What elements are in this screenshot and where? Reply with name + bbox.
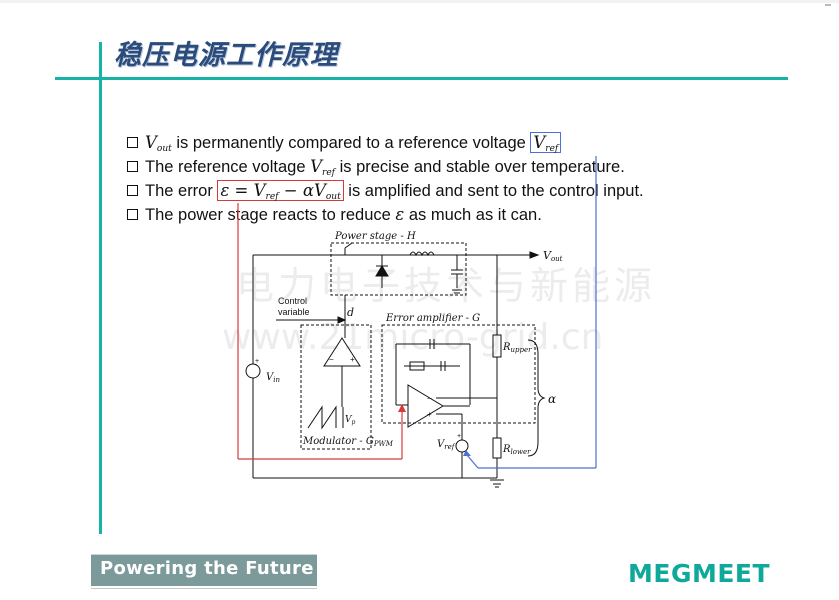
- bullet-item: Vout is permanently compared to a refere…: [127, 131, 644, 155]
- bullet-text: The power stage reacts to reduce: [145, 206, 396, 224]
- math-symbol: Vref: [530, 132, 562, 154]
- bullet-square-icon: [127, 137, 138, 148]
- bullet-item: The error ε = Vref − αVout is amplified …: [127, 179, 644, 203]
- vref-label: Vref: [437, 439, 456, 451]
- bullet-square-icon: [127, 161, 138, 172]
- vref-plus: +: [457, 433, 461, 440]
- bullet-text: The error: [145, 182, 218, 200]
- control-label-2: variable: [278, 307, 310, 317]
- tagline: Powering the Future: [100, 558, 314, 579]
- vref-source-icon: [455, 439, 469, 453]
- r-lower-label: Rlower: [502, 444, 531, 456]
- bullet-item: The reference voltage Vref is precise an…: [127, 155, 644, 179]
- reference-arrow-icon: [463, 450, 471, 456]
- vout-arrow-icon: [529, 251, 540, 259]
- d-label: d: [347, 306, 354, 319]
- vout-label: Vout: [543, 249, 563, 263]
- r-lower-resistor: [492, 437, 502, 459]
- vin-source-icon: [245, 363, 261, 379]
- tagline-banner: [91, 554, 317, 586]
- tagline-underline: [91, 588, 317, 589]
- title-underline: [55, 77, 788, 80]
- modulator-label: Modulator - GPWM: [302, 436, 394, 448]
- bullet-text: The reference voltage: [145, 158, 311, 176]
- control-arrow-icon: [337, 316, 347, 324]
- company-logo: MEGMEET: [628, 559, 771, 588]
- bullet-list: Vout is permanently compared to a refere…: [127, 131, 644, 227]
- math-symbol: Vref: [310, 157, 335, 178]
- power-stage-box: [330, 242, 467, 296]
- bullet-text: as much as it can.: [404, 206, 542, 224]
- vp-label: Vp: [345, 415, 356, 426]
- comparator-plus: +: [350, 355, 355, 364]
- sawtooth-icon: [307, 405, 337, 430]
- op-amp-triangle: [407, 384, 444, 428]
- error-arrow-icon: [398, 404, 406, 412]
- bullet-square-icon: [127, 209, 138, 220]
- vin-plus: +: [255, 358, 259, 365]
- top-border: [0, 0, 839, 3]
- power-stage-label: Power stage - H: [334, 231, 416, 242]
- corner-mark: [825, 4, 831, 6]
- alpha-brace: [527, 339, 546, 457]
- math-symbol: ε: [395, 205, 405, 224]
- vin-label: Vin: [266, 372, 280, 384]
- slide-title: 稳压电源工作原理: [114, 40, 338, 71]
- error-amp-box: [381, 324, 536, 424]
- watermark-url: www.21micro-grid.cn: [222, 317, 604, 358]
- inductor-icon: [409, 251, 435, 257]
- error-amp-label: Error amplifier - G: [385, 313, 480, 324]
- comparator-minus: −: [329, 355, 334, 364]
- bullet-square-icon: [127, 185, 138, 196]
- bullet-text: is permanently compared to a reference v…: [171, 134, 531, 152]
- math-symbol: Vout: [145, 133, 172, 154]
- alpha-label: α: [548, 392, 556, 406]
- bullet-text: is amplified and sent to the control inp…: [343, 182, 644, 200]
- r-upper-resistor: [492, 334, 502, 358]
- modulator-box: [300, 324, 372, 450]
- bullet-item: The power stage reacts to reduce ε as mu…: [127, 203, 644, 227]
- watermark-text: 电力电子技术与新能源: [236, 264, 657, 308]
- math-symbol: ε = Vref − αVout: [217, 180, 344, 202]
- opamp-minus: −: [427, 394, 432, 403]
- diode-icon: [375, 265, 389, 277]
- r-upper-label: Rupper: [502, 342, 532, 354]
- opamp-plus: +: [427, 410, 432, 419]
- bullet-text: is precise and stable over temperature.: [335, 158, 625, 176]
- control-label-1: Control: [278, 296, 307, 306]
- vertical-accent-line: [99, 42, 102, 534]
